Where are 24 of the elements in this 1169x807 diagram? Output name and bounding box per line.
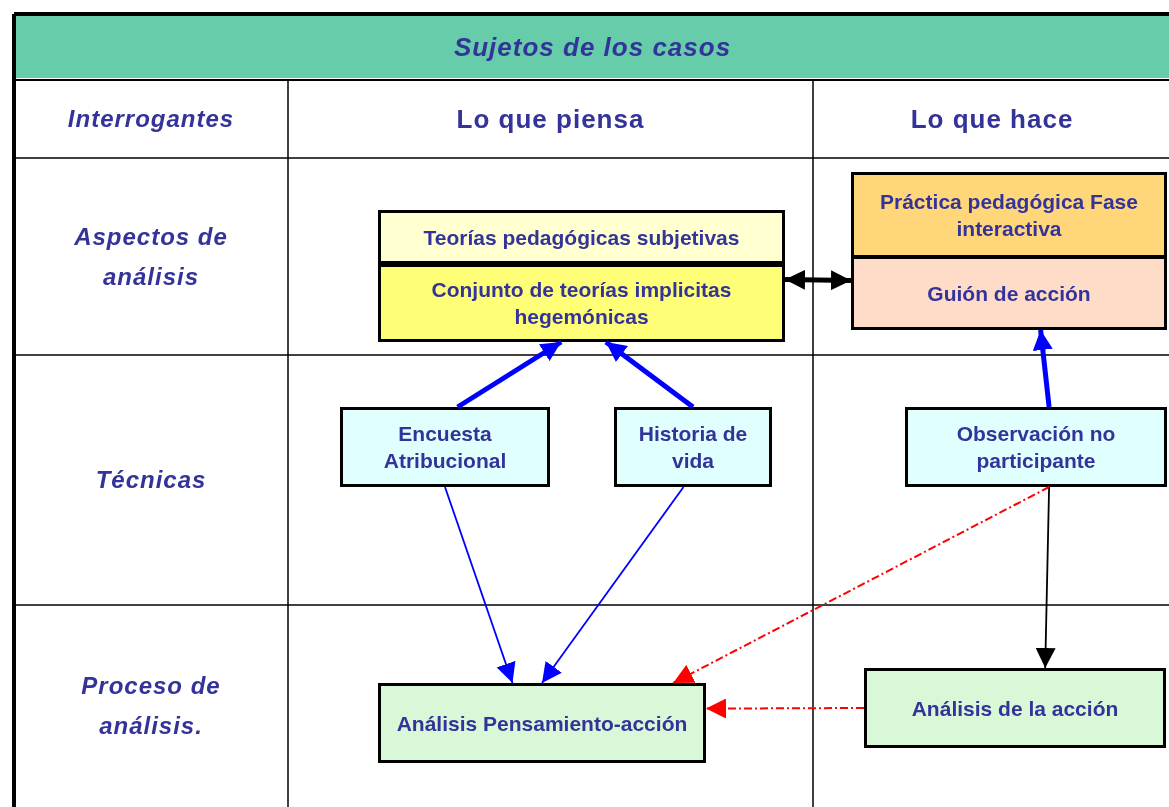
arrow bbox=[1032, 329, 1053, 408]
row-header: Técnicas bbox=[95, 465, 207, 495]
arrow bbox=[672, 486, 1051, 684]
text-box: Historia de vida bbox=[614, 407, 772, 487]
arrow bbox=[705, 698, 865, 719]
text-box: Guión de acción bbox=[851, 256, 1167, 330]
text-box: Análisis de la acción bbox=[864, 668, 1166, 748]
text-box: Encuesta Atribucional bbox=[340, 407, 550, 487]
text-box: Conjunto de teorías implicitas hegemónicas bbox=[378, 264, 785, 342]
row-header: Proceso de análisis. bbox=[80, 671, 222, 741]
row-header: Aspectos de análisis bbox=[73, 221, 229, 292]
row-header: Interrogantes bbox=[67, 104, 235, 134]
arrow bbox=[784, 269, 852, 291]
text-box: Análisis Pensamiento-acción bbox=[378, 683, 706, 763]
column-header: Lo que piensa bbox=[456, 103, 645, 136]
column-header: Lo que hace bbox=[910, 103, 1074, 136]
table-title: Sujetos de los casos bbox=[453, 31, 732, 64]
text-box: Teorías pedagógicas subjetivas bbox=[378, 210, 785, 264]
text-box: Práctica pedagógica Fase interactiva bbox=[851, 172, 1167, 258]
arrow bbox=[604, 340, 695, 409]
arrow bbox=[541, 486, 685, 684]
text-box: Observación no participante bbox=[905, 407, 1167, 487]
arrow bbox=[1035, 486, 1056, 669]
arrow bbox=[444, 486, 516, 684]
